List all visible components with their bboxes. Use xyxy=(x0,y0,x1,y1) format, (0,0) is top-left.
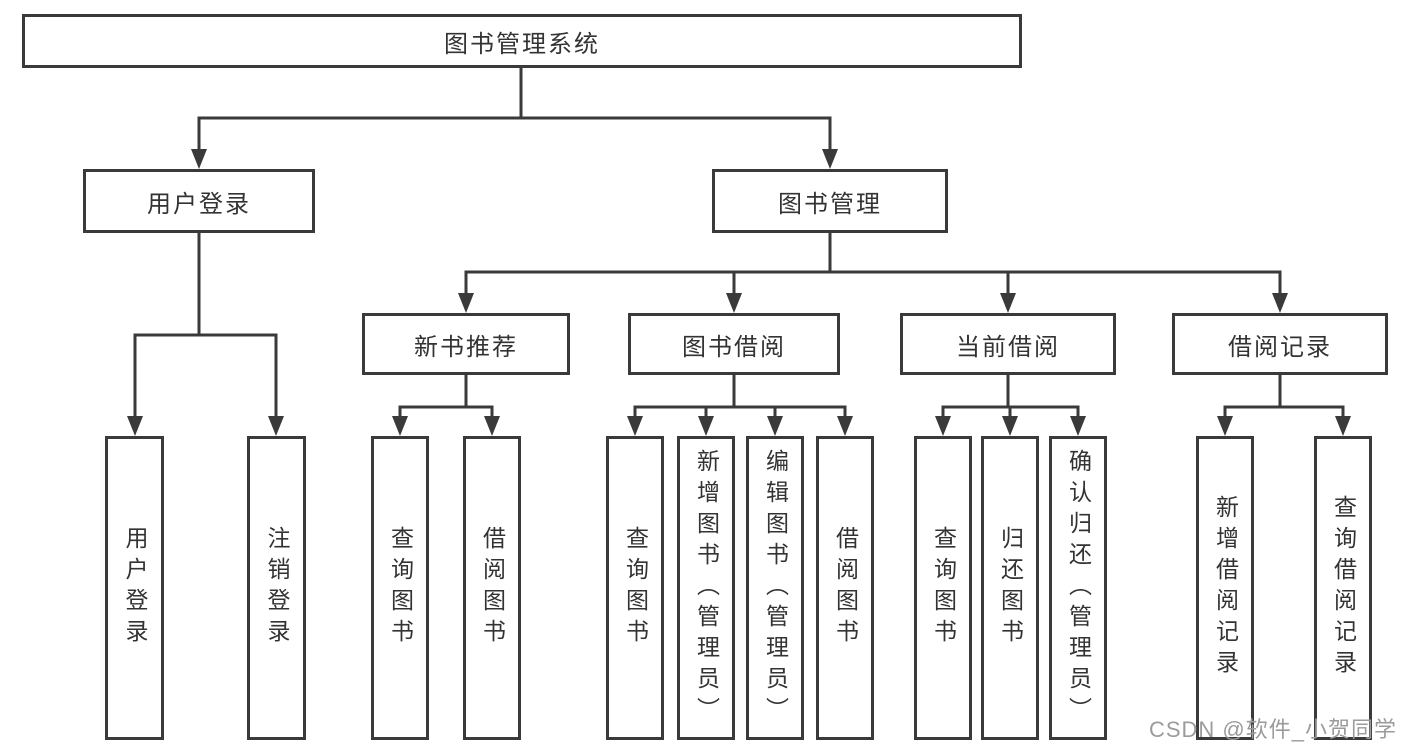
book-mgmt-to-level3-connector xyxy=(464,231,1282,297)
leaf-borrow-edit-books-admin: 编辑图书（管理员） xyxy=(746,436,804,740)
node-label: 用户登录 xyxy=(147,190,251,218)
leaf-label: 编辑图书（管理员） xyxy=(762,448,789,728)
root-to-level2-connector xyxy=(197,66,832,153)
leaf-borrow-borrow-books: 借阅图书 xyxy=(816,436,874,740)
leaf-label: 借阅图书 xyxy=(832,526,859,650)
leaf-current-return-books: 归还图书 xyxy=(981,436,1039,740)
arrowheads xyxy=(127,149,1351,436)
node-book-management: 图书管理 xyxy=(712,169,948,233)
leaf-label: 查询图书 xyxy=(930,526,957,650)
leaf-logout-login: 注销登录 xyxy=(247,436,306,740)
leaf-current-query-books: 查询图书 xyxy=(914,436,972,740)
node-label: 借阅记录 xyxy=(1228,333,1332,361)
leaf-borrow-add-books-admin: 新增图书（管理员） xyxy=(677,436,735,740)
leaf-new-books-borrow-books: 借阅图书 xyxy=(463,436,521,740)
leaf-label: 查询借阅记录 xyxy=(1330,495,1357,681)
node-borrowing-records: 借阅记录 xyxy=(1172,313,1388,375)
leaf-label: 确认归还（管理员） xyxy=(1065,448,1092,728)
leaf-records-add-borrow-record: 新增借阅记录 xyxy=(1196,436,1254,740)
node-label: 图书管理系统 xyxy=(444,30,600,58)
leaf-label: 查询图书 xyxy=(387,526,414,650)
node-current-borrowing: 当前借阅 xyxy=(900,313,1116,375)
node-label: 图书借阅 xyxy=(682,333,786,361)
node-new-book-recommendation: 新书推荐 xyxy=(362,313,570,375)
new-books-to-leaves-connector xyxy=(398,373,494,420)
leaf-label: 新增借阅记录 xyxy=(1212,495,1239,681)
current-borrow-to-leaves-connector xyxy=(941,373,1080,420)
node-label: 图书管理 xyxy=(778,190,882,218)
node-library-management-system: 图书管理系统 xyxy=(22,14,1022,68)
leaf-new-books-query-books: 查询图书 xyxy=(371,436,429,740)
user-login-to-leaves-connector xyxy=(133,231,278,420)
node-book-borrowing: 图书借阅 xyxy=(628,313,840,375)
leaf-label: 注销登录 xyxy=(264,526,290,650)
leaf-label: 借阅图书 xyxy=(479,526,506,650)
leaf-label: 新增图书（管理员） xyxy=(693,448,720,728)
node-user-login: 用户登录 xyxy=(83,169,315,233)
leaf-label: 用户登录 xyxy=(122,526,148,650)
borrow-records-to-leaves-connector xyxy=(1223,373,1345,420)
leaf-user-login: 用户登录 xyxy=(105,436,164,740)
leaf-current-confirm-return-admin: 确认归还（管理员） xyxy=(1049,436,1107,740)
leaf-records-query-borrow-record: 查询借阅记录 xyxy=(1314,436,1372,740)
leaf-label: 归还图书 xyxy=(997,526,1024,650)
csdn-watermark: CSDN @软件_小贺同学 xyxy=(1148,717,1397,742)
node-label: 当前借阅 xyxy=(956,333,1060,361)
book-borrow-to-leaves-connector xyxy=(633,373,847,420)
leaf-borrow-query-books: 查询图书 xyxy=(606,436,664,740)
node-label: 新书推荐 xyxy=(414,333,518,361)
leaf-label: 查询图书 xyxy=(622,526,649,650)
